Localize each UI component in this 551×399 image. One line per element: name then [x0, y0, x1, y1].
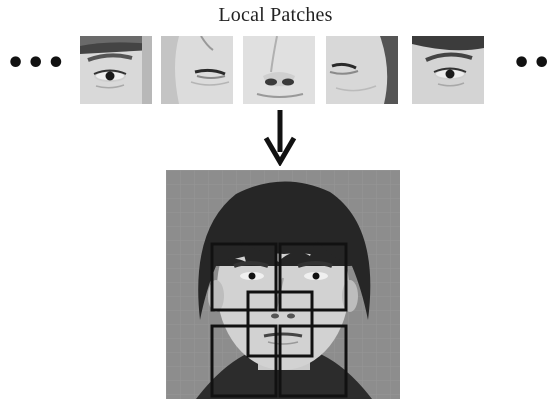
patch-right-eye: [412, 36, 484, 104]
right-ellipsis: •••: [512, 46, 551, 81]
patch-left-mouth: [161, 36, 233, 104]
face-image-with-patches: [166, 170, 400, 399]
arrow-down-icon: [262, 108, 298, 171]
left-ellipsis: •••: [6, 46, 67, 81]
patch-nose: [243, 36, 315, 104]
patch-right-mouth: [326, 36, 398, 104]
patch-left-eye: [80, 36, 152, 104]
diagram-title: Local Patches: [0, 4, 551, 27]
